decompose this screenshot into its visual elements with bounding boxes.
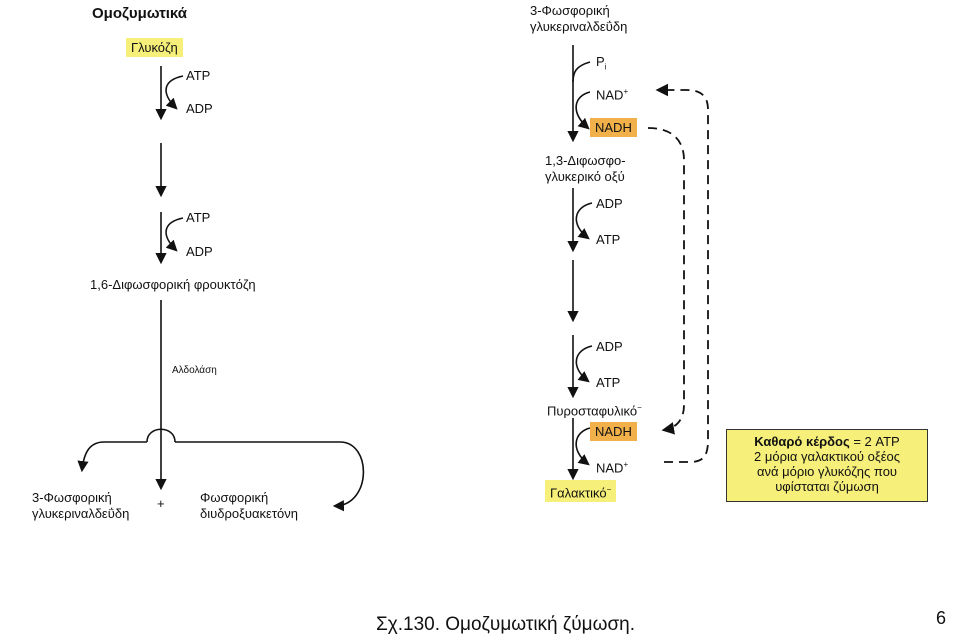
curve-pi [572,61,591,83]
net-gain-line3: ανά μόριο γλυκόζης που [756,464,898,479]
atp-label-r2: ATP [596,375,621,390]
bpg-line2: γλυκερικό οξύ [545,169,625,184]
plus-sign: + [157,496,165,511]
adp-label-r1: ADP [596,196,623,211]
atp-label-r1: ATP [596,232,621,247]
curve-atp-adp-1 [165,75,184,110]
left-g3p-line2: γλυκεριναλδεΰδη [32,506,130,521]
right-g3p-line2: γλυκεριναλδεΰδη [530,19,628,34]
curve-adp-atp-2 [575,345,593,383]
curve-adp-atp-1 [575,202,593,240]
dashed-loop-outer [655,83,709,463]
curve-nad-nadh [575,91,591,130]
page-number: 6 [936,608,947,628]
net-gain-line2: 2 μόρια γαλακτικού οξέος [754,449,900,464]
pyruvate-label: Πυροσταφυλικό− [547,403,642,419]
net-gain-line1: Καθαρό κέρδος = 2 ATP [754,434,900,449]
left-g3p-line1: 3-Φωσφορική [32,490,112,505]
net-gain-box: Καθαρό κέρδος = 2 ATP 2 μόρια γαλακτικού… [726,429,928,502]
dashed-loop-inner [647,127,685,435]
net-gain-line4: υφίσταται ζύμωση [775,479,879,494]
nad-label-1: NAD+ [596,87,629,103]
aldolase-label: Αλδολάση [172,365,217,376]
atp-label-1: ATP [186,68,211,83]
adp-label-r2: ADP [596,339,623,354]
curve-nadh-nad [575,427,591,466]
split-bump [146,428,176,443]
left-title: Ομοζυμωτικά [92,5,188,22]
nadh-label-2: NADH [590,422,637,441]
right-g3p-line1: 3-Φωσφορική [530,3,610,18]
glucose-label: Γλυκόζη [126,38,183,57]
adp-label-2: ADP [186,244,213,259]
fructose-label: 1,6-Διφωσφορική φρουκτόζη [90,277,256,292]
atp-label-2: ATP [186,210,211,225]
split-right-arrow [175,441,365,512]
pi-label: Pi [596,54,607,72]
lactate-label: Γαλακτικό− [545,480,617,503]
adp-label-1: ADP [186,101,213,116]
dhap-line1: Φωσφορική [200,490,269,505]
nad-label-2: NAD+ [596,460,629,476]
split-left-arrow [77,441,147,473]
bpg-line1: 1,3-Διφωσφο- [545,153,626,168]
dhap-line2: διυδροξυακετόνη [200,506,298,521]
curve-atp-adp-2 [165,217,184,252]
nadh-label-1: NADH [590,118,637,137]
figure-caption: Σχ.130. Ομοζυμωτική ζύμωση. [376,614,636,635]
